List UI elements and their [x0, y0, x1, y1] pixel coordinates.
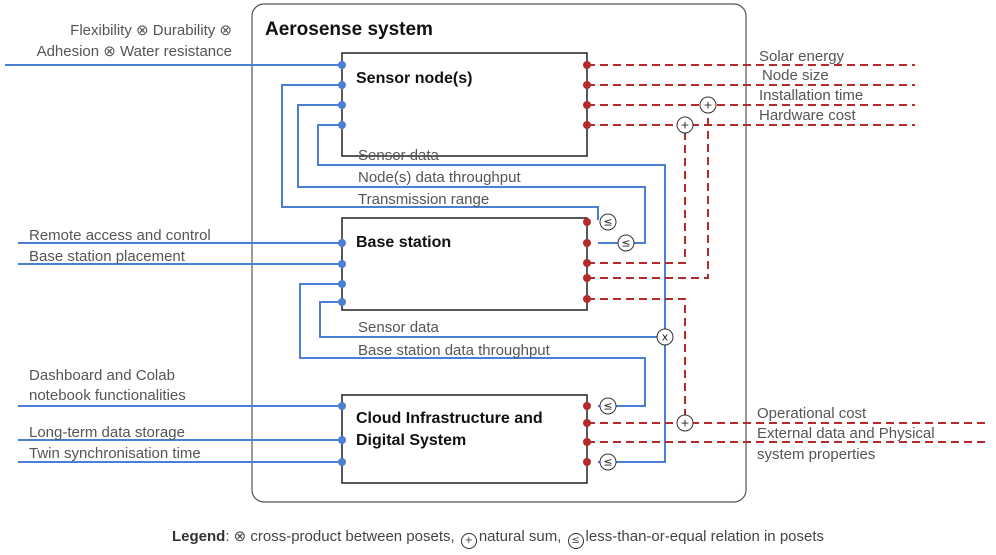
svg-text:+: +	[680, 417, 689, 430]
base-throughput-label: Base station data throughput	[358, 342, 551, 359]
plus-operator: +	[699, 96, 717, 114]
base-station-label: Base station	[356, 234, 451, 251]
blue-ports	[338, 61, 346, 466]
node-throughput-label: Node(s) data throughput	[358, 169, 521, 186]
sensor-data-label: Sensor data	[358, 147, 440, 164]
legend-heading: Legend	[171, 528, 226, 545]
leq-circle-icon: ≤	[567, 533, 584, 549]
cloud-block	[341, 394, 588, 484]
svg-text:≤: ≤	[621, 237, 630, 250]
svg-text:+: +	[703, 99, 712, 112]
svg-text:≤: ≤	[603, 456, 612, 469]
sensor-node-block	[341, 52, 588, 157]
system-title: Aerosense system	[265, 19, 433, 40]
svg-text:≤: ≤	[603, 400, 612, 413]
transmission-range-label: Transmission range	[358, 191, 489, 208]
svg-text:x: x	[662, 331, 669, 344]
base-placement-label: Base station placement	[29, 248, 186, 265]
times-operator: x	[656, 328, 674, 346]
twin-sync-label: Twin synchronisation time	[29, 445, 201, 462]
node-size-label: Node size	[762, 67, 829, 84]
cloud-label-line1: Cloud Infrastructure and	[356, 410, 543, 427]
hardware-cost-label: Hardware cost	[759, 107, 857, 124]
sensor-data-label-2: Sensor data	[358, 319, 440, 336]
resource-wires	[587, 64, 990, 443]
base-station-block	[341, 217, 588, 311]
plus-operator: +	[676, 116, 694, 134]
svg-text:+: +	[680, 119, 689, 132]
flexibility-label-line2: Adhesion ⊗ Water resistance	[37, 43, 232, 60]
svg-text:≤: ≤	[603, 216, 612, 229]
internal-wires	[281, 84, 666, 463]
external-data-label-line2: system properties	[757, 446, 875, 463]
red-ports	[583, 61, 591, 466]
leq-operator: ≤	[599, 213, 617, 231]
legend-leq-relation: less-than-or-equal relation in posets	[585, 528, 825, 545]
legend-cross-product: : ⊗ cross-product between posets,	[225, 528, 455, 545]
leq-operator: ≤	[599, 397, 617, 415]
legend-natural-sum: natural sum,	[478, 528, 562, 545]
sensor-node-label: Sensor node(s)	[356, 70, 472, 87]
plus-operator: +	[676, 414, 694, 432]
remote-access-label: Remote access and control	[29, 227, 211, 244]
external-data-label-line1: External data and Physical	[757, 425, 935, 442]
flexibility-label-line1: Flexibility ⊗ Durability ⊗	[70, 22, 232, 39]
plus-circle-icon: +	[460, 533, 477, 549]
operational-cost-label: Operational cost	[757, 405, 867, 422]
leq-operator: ≤	[599, 453, 617, 471]
system-container	[251, 3, 747, 503]
aerosense-diagram: Aerosense system Sensor node(s) Base sta…	[5, 3, 990, 503]
long-term-storage-label: Long-term data storage	[29, 424, 185, 441]
cloud-label-line2: Digital System	[356, 432, 466, 449]
dashboard-label-line2: notebook functionalities	[29, 387, 186, 404]
installation-time-label: Installation time	[759, 87, 863, 104]
leq-operator: ≤	[617, 234, 635, 252]
legend: Legend: ⊗ cross-product between posets, …	[0, 527, 996, 549]
solar-energy-label: Solar energy	[759, 48, 845, 65]
external-input-wires	[5, 64, 342, 463]
dashboard-label-line1: Dashboard and Colab	[29, 367, 175, 384]
